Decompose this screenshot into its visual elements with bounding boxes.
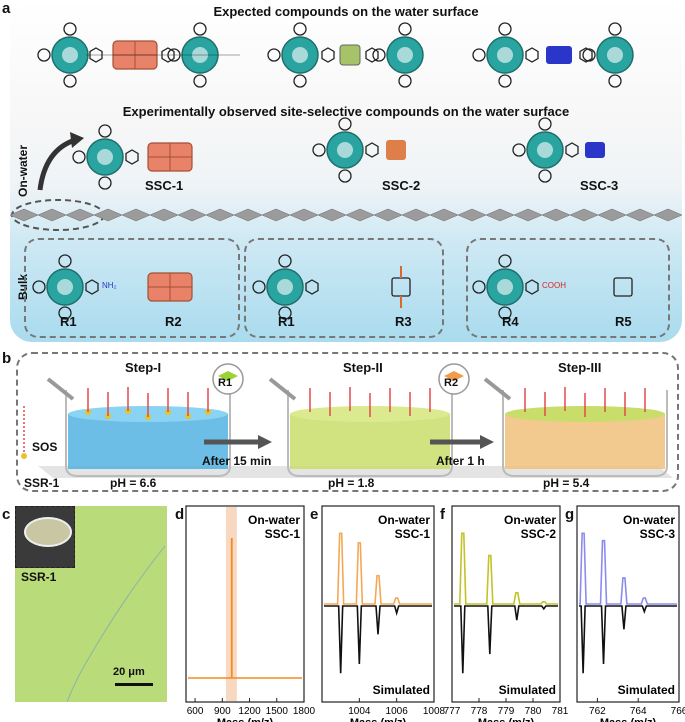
plot-frame-d	[185, 505, 305, 703]
panel-letter-d: d	[175, 506, 185, 523]
ph-step-3: pH = 5.4	[543, 476, 590, 490]
axis-label-g: Mass (m/z)	[600, 717, 657, 722]
acid-label: COOH	[542, 281, 566, 290]
panel-letter-g: g	[565, 506, 575, 523]
tick-label-g-2: 766	[671, 706, 685, 717]
observed-trace-f	[454, 532, 558, 605]
bulk-box-2	[244, 238, 444, 338]
reagent-r1-label: R1	[218, 377, 233, 389]
tick-label-d-0: 600	[187, 706, 204, 717]
simulated-trace-f	[454, 605, 558, 674]
crack-line	[66, 545, 166, 702]
scale-bar	[115, 683, 153, 686]
trough-art	[21, 363, 673, 478]
molecule-art	[10, 22, 682, 320]
bulk-box-3	[466, 238, 670, 338]
ph-step-1: pH = 6.6	[110, 476, 157, 490]
panel-a: Expected compounds on the water surface …	[10, 0, 682, 342]
reactant-r1-label: R1	[60, 314, 77, 329]
observed-trace-e	[324, 532, 432, 605]
inset-photo	[15, 506, 75, 568]
panel-letter-f: f	[440, 506, 445, 523]
tick-label-d-2: 1200	[238, 706, 261, 717]
tick-label-d-4: 1800	[293, 706, 316, 717]
sos-label: SOS	[32, 440, 58, 454]
tick-label-g-0: 762	[589, 706, 606, 717]
ph-step-2: pH = 1.8	[328, 476, 375, 490]
plot-title-d-0: On-water	[248, 513, 300, 527]
tick-label-f-1: 778	[471, 706, 488, 717]
tick-label-d-1: 900	[214, 706, 231, 717]
dish-icon	[24, 517, 72, 547]
simulated-label-e: Simulated	[373, 683, 430, 697]
panel-letter-e: e	[310, 506, 319, 523]
plot-frame-e	[321, 505, 435, 703]
panel-b: Step-I Step-II Step-III R1 R2 After 15 m…	[16, 352, 679, 492]
after-15-min-label: After 15 min	[202, 454, 272, 468]
panel-letter-c: c	[2, 506, 11, 523]
panel-letter-a: a	[2, 0, 11, 17]
reactant-r5-label: R5	[615, 314, 632, 329]
axis-label-d: Mass (m/z)	[217, 717, 274, 722]
tick-label-e-2: 1008	[423, 706, 446, 717]
expected-title: Expected compounds on the water surface	[213, 4, 479, 19]
step-3-title: Step-III	[558, 360, 602, 375]
plot-frame-g	[576, 505, 680, 703]
product-ssc-3-label: SSC-3	[580, 178, 619, 193]
step-2-title: Step-II	[343, 360, 383, 375]
axis-label-f: Mass (m/z)	[478, 717, 535, 722]
plot-title-d-1: SSC-1	[265, 527, 301, 541]
plot-title-g-0: On-water	[623, 513, 675, 527]
plot-title-e-0: On-water	[378, 513, 430, 527]
tick-label-e-0: 1004	[348, 706, 371, 717]
tick-label-f-3: 780	[525, 706, 542, 717]
reagent-r2-label: R2	[444, 377, 459, 389]
plot-title-f-0: On-water	[504, 513, 556, 527]
product-ssc-2-label: SSC-2	[382, 178, 421, 193]
after-1-h-label: After 1 h	[436, 454, 485, 468]
plot-title-f-1: SSC-2	[521, 527, 557, 541]
tick-label-d-3: 1500	[266, 706, 289, 717]
axis-label-e: Mass (m/z)	[350, 717, 407, 722]
simulated-label-g: Simulated	[618, 683, 675, 697]
observed-title: Experimentally observed site-selective c…	[122, 104, 570, 119]
bulk-box-1	[24, 238, 240, 338]
scale-bar-label: 20 μm	[113, 666, 145, 678]
ssr-1-label: SSR-1	[24, 476, 60, 490]
simulated-trace-g	[579, 605, 677, 674]
step-1-title: Step-I	[125, 360, 162, 375]
plot-title-g-1: SSC-3	[640, 527, 676, 541]
simulated-label-f: Simulated	[499, 683, 556, 697]
reactant-r2-label: R2	[165, 314, 182, 329]
reactant-r3-label: R3	[395, 314, 412, 329]
simulated-trace-e	[324, 605, 432, 674]
tick-label-f-2: 779	[498, 706, 515, 717]
observed-trace-g	[579, 532, 677, 605]
tick-label-f-4: 781	[552, 706, 569, 717]
reactant-r4-label: R4	[502, 314, 519, 329]
product-ssc-1-label: SSC-1	[145, 178, 184, 193]
tick-label-f-0: 777	[444, 706, 461, 717]
tick-label-e-1: 1006	[386, 706, 409, 717]
micrograph: SSR-1 20 μm	[15, 506, 167, 702]
tick-label-g-1: 764	[630, 706, 647, 717]
reactant-r1b-label: R1	[278, 314, 295, 329]
amine-label: NH₂	[102, 281, 117, 290]
inset-label: SSR-1	[21, 570, 57, 584]
plot-title-e-1: SSC-1	[395, 527, 431, 541]
panel-letter-b: b	[2, 350, 12, 367]
